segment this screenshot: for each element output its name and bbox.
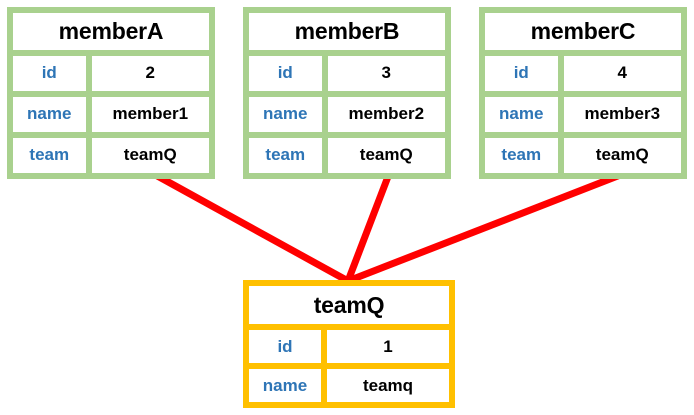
field-value-name: member3 [563,96,681,132]
connector-memberA-to-teamQ [150,169,350,285]
connector-memberB-to-teamQ [344,172,393,283]
field-value-team: teamQ [327,137,445,173]
entity-title-memberC: memberC [485,13,681,50]
field-name-id: id [13,55,86,91]
field-value-name: teamq [327,369,449,403]
field-value-id: 2 [91,55,209,91]
field-value-name: member2 [327,96,445,132]
entity-title-teamQ: teamQ [249,286,449,325]
field-name-team: team [485,137,558,173]
field-name-name: name [249,369,321,403]
entity-title-memberB: memberB [249,13,445,50]
field-value-name: member1 [91,96,209,132]
entity-title-memberA: memberA [13,13,209,50]
field-value-team: teamQ [91,137,209,173]
field-value-id: 1 [327,330,449,364]
field-name-id: id [249,330,321,364]
field-value-id: 3 [327,55,445,91]
field-name-id: id [485,55,558,91]
field-name-name: name [13,96,86,132]
field-name-team: team [249,137,322,173]
field-value-id: 4 [563,55,681,91]
field-name-name: name [249,96,322,132]
field-name-team: team [13,137,86,173]
field-name-name: name [485,96,558,132]
connector-memberC-to-teamQ [346,168,630,285]
field-name-id: id [249,55,322,91]
field-value-team: teamQ [563,137,681,173]
